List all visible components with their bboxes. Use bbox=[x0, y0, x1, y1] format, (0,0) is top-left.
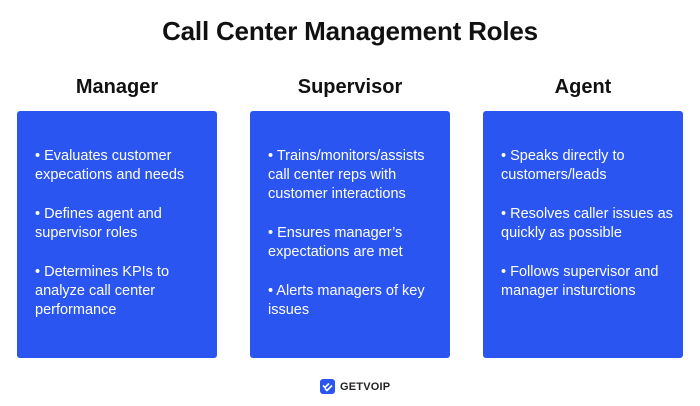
supervisor-item: • Alerts managers of key issues bbox=[268, 283, 425, 318]
supervisor-item: • Ensures manager’s expectations are met bbox=[268, 225, 403, 260]
logo-text: GETVOIP bbox=[340, 380, 391, 393]
agent-item: • Resolves caller issues as quickly as p… bbox=[501, 206, 673, 241]
manager-item: • Determines KPIs to analyze call center… bbox=[35, 264, 170, 318]
page-title: Call Center Management Roles bbox=[162, 16, 538, 46]
supervisor-item: • Trains/monitors/assists call center re… bbox=[268, 148, 425, 202]
agent-heading: Agent bbox=[554, 76, 612, 98]
getvoip-logo: GETVOIP bbox=[320, 379, 390, 394]
manager-item: • Defines agent and supervisor roles bbox=[35, 206, 162, 241]
manager-box: • Evaluates customer expecations and nee… bbox=[17, 111, 217, 358]
agent-box: • Speaks directly to customers/leads • R… bbox=[483, 111, 683, 358]
agent-item: • Speaks directly to customers/leads bbox=[501, 148, 625, 183]
supervisor-heading: Supervisor bbox=[297, 76, 403, 98]
agent-item: • Follows supervisor and manager insturc… bbox=[501, 264, 659, 299]
supervisor-box: • Trains/monitors/assists call center re… bbox=[250, 111, 450, 358]
manager-heading: Manager bbox=[75, 76, 159, 98]
manager-item: • Evaluates customer expecations and nee… bbox=[35, 148, 185, 183]
checkmark-icon bbox=[320, 379, 335, 394]
